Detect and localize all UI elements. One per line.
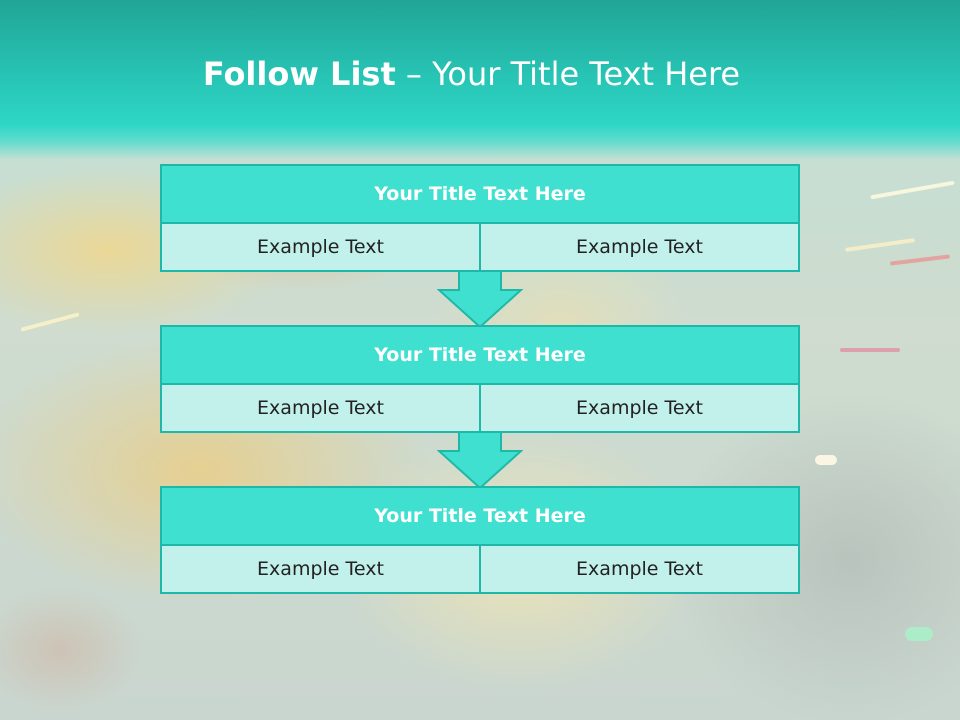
list-block-2: Your Title Text Here Example Text Exampl… — [160, 325, 800, 433]
block-title: Your Title Text Here — [162, 166, 798, 224]
block-cell-right: Example Text — [479, 385, 798, 431]
block-cell-left: Example Text — [162, 385, 479, 431]
slide-title-rest: – Your Title Text Here — [395, 55, 741, 93]
light-streak — [815, 455, 837, 465]
block-cell-right: Example Text — [479, 546, 798, 592]
block-cell-left: Example Text — [162, 546, 479, 592]
block-row: Example Text Example Text — [162, 224, 798, 270]
block-cell-left: Example Text — [162, 224, 479, 270]
down-arrow-icon — [437, 431, 523, 489]
block-title: Your Title Text Here — [162, 327, 798, 385]
light-streak — [20, 312, 80, 332]
light-streak — [870, 180, 955, 200]
list-block-3: Your Title Text Here Example Text Exampl… — [160, 486, 800, 594]
header-band — [0, 0, 960, 160]
slide-title: Follow List – Your Title Text Here — [0, 55, 943, 93]
down-arrow-icon — [437, 270, 523, 328]
list-block-1: Your Title Text Here Example Text Exampl… — [160, 164, 800, 272]
light-streak — [889, 254, 951, 266]
light-streak — [905, 627, 933, 641]
block-row: Example Text Example Text — [162, 546, 798, 592]
light-streak — [845, 238, 915, 252]
block-cell-right: Example Text — [479, 224, 798, 270]
light-streak — [840, 348, 900, 352]
block-row: Example Text Example Text — [162, 385, 798, 431]
block-title: Your Title Text Here — [162, 488, 798, 546]
slide-title-bold: Follow List — [202, 55, 396, 93]
